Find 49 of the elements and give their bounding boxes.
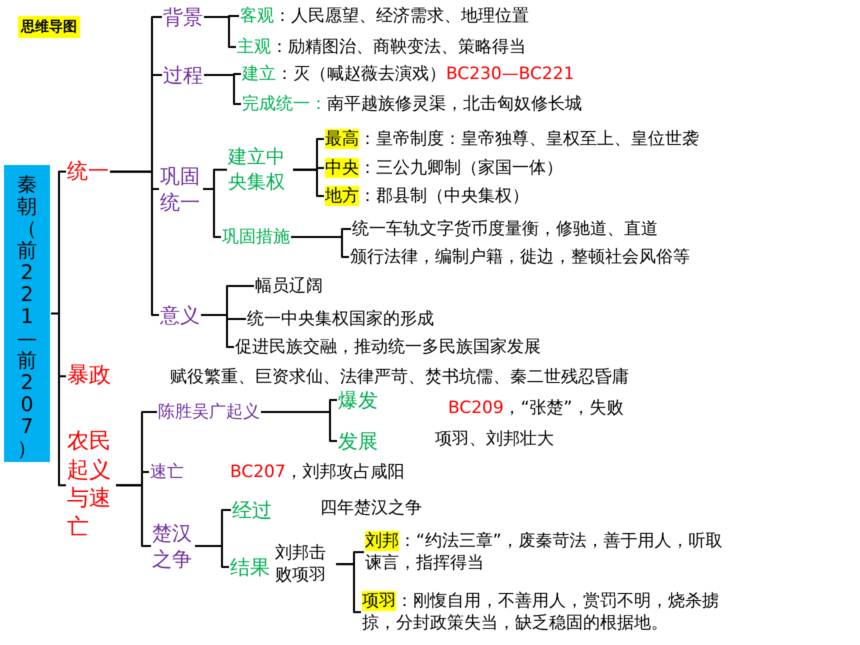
mindmap-text: 意义 bbox=[160, 302, 200, 328]
mindmap-text: 巩固措施 bbox=[222, 226, 290, 248]
mindmap-text: 过程 bbox=[163, 62, 203, 88]
mindmap-text: 统一中央集权国家的形成 bbox=[247, 308, 434, 330]
mindmap-text: 完成统一：南平越族修灵渠，北击匈奴修长城 bbox=[242, 93, 582, 116]
brace-connector bbox=[51, 312, 66, 486]
brace-connector bbox=[203, 188, 221, 238]
mindmap-text: 暴政 bbox=[67, 362, 111, 391]
branch-note: 赋役繁重、巨资求仙、法律严苛、焚书坑儒、秦二世残忍昏庸 bbox=[170, 366, 629, 388]
mindmap-text: 结果 bbox=[230, 554, 270, 580]
mindmap-text: 中央：三公九卿制（家国一体） bbox=[325, 157, 563, 180]
brace-connector bbox=[204, 74, 241, 106]
brace-connector bbox=[116, 484, 151, 547]
brace-connector bbox=[291, 236, 349, 258]
brace-connector bbox=[336, 563, 361, 614]
mindmap-text: 促进民族交融，推动统一多民族国家发展 bbox=[235, 336, 541, 358]
mindmap-text: 速亡 bbox=[150, 461, 184, 484]
mindmap-text: 地方：郡县制（中央集权） bbox=[325, 185, 529, 208]
brace-connector bbox=[204, 16, 236, 48]
branch-note: BC207，刘邦攻占咸阳 bbox=[230, 461, 405, 484]
mindmap-text: 最高：皇帝制度：皇帝独尊、皇权至上、皇位世袭 bbox=[325, 128, 699, 150]
mindmap-text: 颁行法律，编制户籍，徙边，整顿社会风俗等 bbox=[350, 246, 690, 268]
mindmap-text: 客观：人民愿望、经济需求、地理位置 bbox=[240, 5, 529, 28]
mindmap-text: 统一 bbox=[67, 158, 109, 186]
mindmap-text: 刘邦：“约法三章”，废秦苛法，善于用人，听取谏言，指挥得当 bbox=[365, 530, 727, 574]
mindmap-text: 农民起义与速亡 bbox=[67, 428, 115, 542]
branch-note: 四年楚汉之争 bbox=[320, 497, 422, 520]
mindmap-text: 背景 bbox=[163, 4, 203, 30]
mindmap-text: 幅员辽阔 bbox=[255, 275, 323, 298]
brace-connector bbox=[195, 545, 229, 568]
branch-note: BC209，“张楚”，失败 bbox=[448, 397, 624, 420]
brace-connector bbox=[293, 168, 324, 198]
mindmap-text: 爆发 bbox=[338, 387, 378, 413]
brace-connector bbox=[261, 411, 337, 442]
mindmap-text: 建立：灭（喊赵薇去演戏）BC230—BC221 bbox=[242, 63, 574, 86]
era-box: 秦朝（前221—前207） bbox=[4, 165, 50, 462]
mindmap-text: 经过 bbox=[232, 497, 272, 523]
mindmap-text: 统一车轨文字货币度量衡，修驰道、直道 bbox=[352, 218, 658, 240]
mindmap-text: 陈胜吴广起义 bbox=[158, 401, 260, 424]
mindmap-text: 巩固统一 bbox=[160, 163, 202, 215]
mindmap-text: 主观：励精图治、商鞅变法、策略得当 bbox=[237, 36, 526, 58]
mindmap-text: 建立中央集权 bbox=[228, 145, 292, 194]
heading-tag: 思维导图 bbox=[18, 16, 80, 38]
brace-connector bbox=[110, 170, 159, 316]
mindmap-text: 发展 bbox=[338, 428, 378, 454]
mindmap-text: 项羽：刚愎自用，不善用人，赏罚不明，烧杀掳掠，分封政策失当，缺乏稳固的根据地。 bbox=[362, 590, 727, 634]
mindmap-text: 楚汉之争 bbox=[152, 520, 194, 572]
branch-note: 项羽、刘邦壮大 bbox=[435, 428, 554, 450]
mindmap-text: 刘邦击败项羽 bbox=[275, 542, 335, 586]
